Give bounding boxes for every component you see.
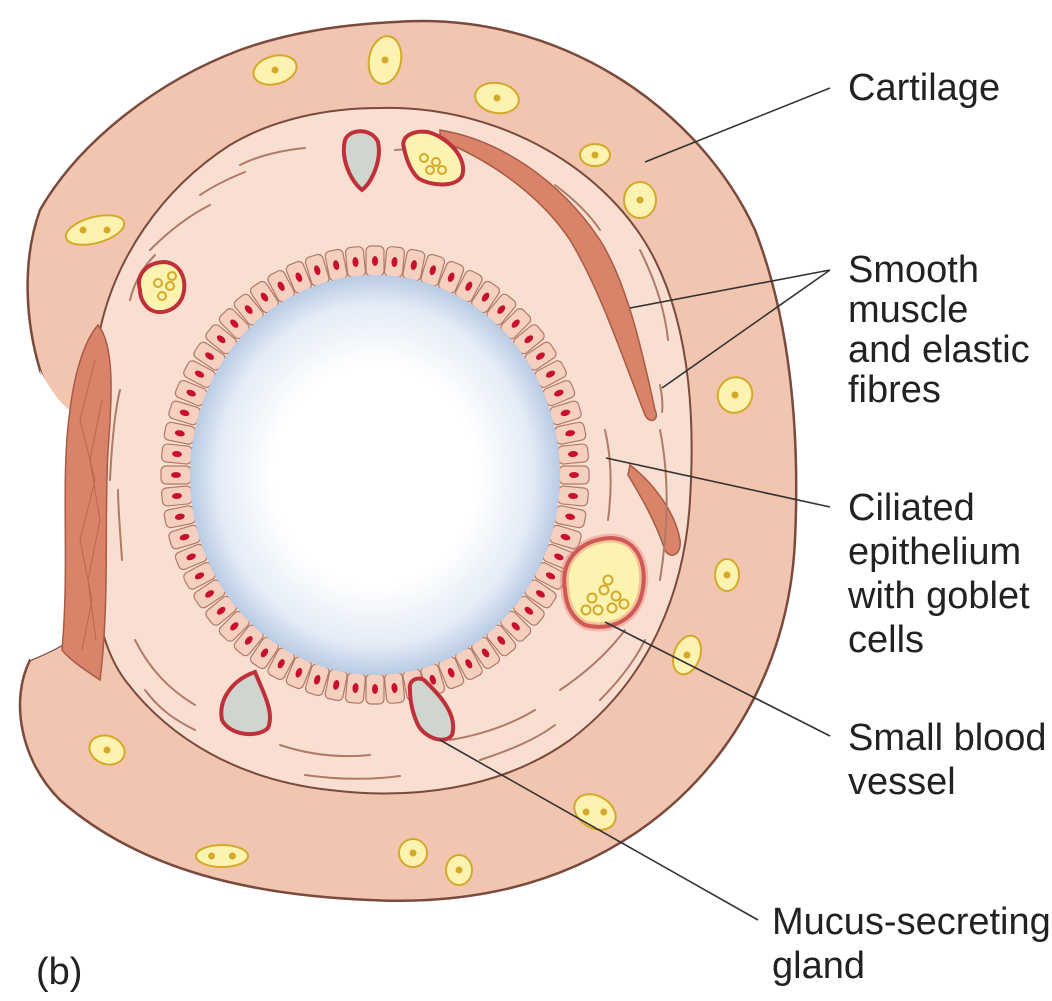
chondrocyte-nucleus <box>382 57 389 64</box>
chondrocyte-nucleus <box>229 853 236 860</box>
label-smooth-muscle-line: fibres <box>848 369 941 411</box>
chondrocyte-nucleus <box>272 67 279 74</box>
label-mucus-gland-line: gland <box>772 945 865 987</box>
cell-nucleus <box>171 472 181 478</box>
chondrocyte-nucleus <box>104 747 111 754</box>
label-ciliated-epithelium-line: with goblet <box>847 575 1030 617</box>
chondrocyte-nucleus <box>80 227 87 234</box>
label-cartilage: Cartilage <box>848 67 1000 109</box>
label-ciliated-epithelium-line: Ciliated <box>848 487 975 529</box>
chondrocyte-nucleus <box>592 152 599 159</box>
chondrocyte-nucleus <box>456 867 463 874</box>
label-blood-vessel: Small blood vessel <box>848 717 1052 803</box>
label-smooth-muscle: Smooth muscle and elastic fibres <box>848 249 1040 411</box>
blood-vessel <box>139 262 184 312</box>
blood-vessel <box>564 538 644 627</box>
label-ciliated-epithelium-line: cells <box>848 619 924 661</box>
panel-label: (b) <box>36 951 82 993</box>
chondrocyte-nucleus <box>104 227 111 234</box>
chondrocyte-nucleus <box>732 392 739 399</box>
label-smooth-muscle-line: and elastic <box>848 329 1030 371</box>
label-blood-vessel-line: Small blood <box>848 717 1047 759</box>
chondrocyte-nucleus <box>208 853 215 860</box>
label-mucus-gland: Mucus-secreting gland <box>772 901 1052 987</box>
cell-nucleus <box>569 472 579 478</box>
label-smooth-muscle-line: muscle <box>848 289 968 331</box>
chondrocyte-nucleus <box>494 95 501 102</box>
chondrocyte-nucleus <box>684 652 691 659</box>
chondrocyte-nucleus <box>637 197 644 204</box>
label-blood-vessel-line: vessel <box>848 761 956 803</box>
label-ciliated-epithelium: Ciliated epithelium with goblet cells <box>847 487 1040 661</box>
chondrocyte-nucleus <box>724 572 731 579</box>
cell-nucleus <box>372 256 378 266</box>
label-ciliated-epithelium-line: epithelium <box>848 531 1021 573</box>
chondrocyte-nucleus <box>410 850 417 857</box>
cell-nucleus <box>372 684 378 694</box>
chondrocyte <box>196 845 248 867</box>
label-mucus-gland-line: Mucus-secreting <box>772 901 1051 943</box>
label-smooth-muscle-line: Smooth <box>848 249 979 291</box>
chondrocyte-nucleus <box>600 809 607 816</box>
tracheal-lumen <box>190 275 560 675</box>
chondrocyte-nucleus <box>583 809 590 816</box>
